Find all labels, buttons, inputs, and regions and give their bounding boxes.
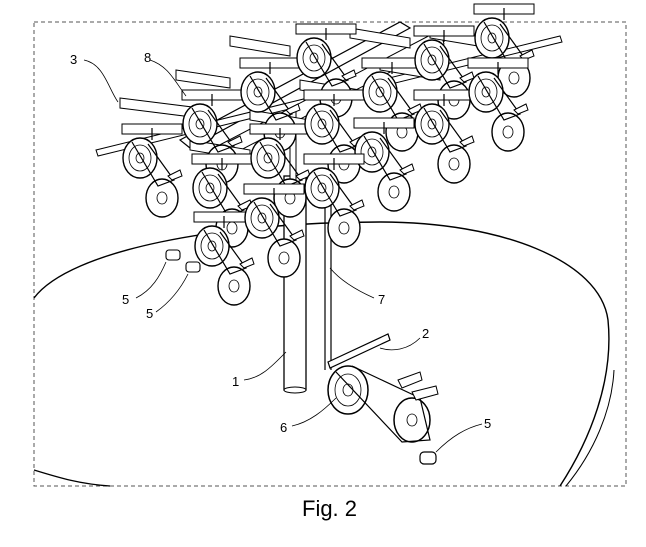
lowered-bike [327, 333, 439, 465]
roller-5-upper [165, 249, 201, 273]
label-2: 2 [422, 326, 429, 341]
dashed-border [33, 21, 627, 487]
label-5-mid: 5 [146, 306, 153, 321]
label-6: 6 [280, 420, 287, 435]
label-5-right: 5 [484, 416, 491, 431]
platform-disc [33, 221, 615, 487]
label-5-left: 5 [122, 292, 129, 307]
label-8: 8 [144, 50, 151, 65]
leader-lines [83, 59, 483, 453]
label-7: 7 [378, 292, 385, 307]
figure-caption: Fig. 2 [302, 496, 357, 521]
bike-rack-array [121, 3, 535, 306]
label-1: 1 [232, 374, 239, 389]
central-column [283, 175, 307, 394]
label-3: 3 [70, 52, 77, 67]
